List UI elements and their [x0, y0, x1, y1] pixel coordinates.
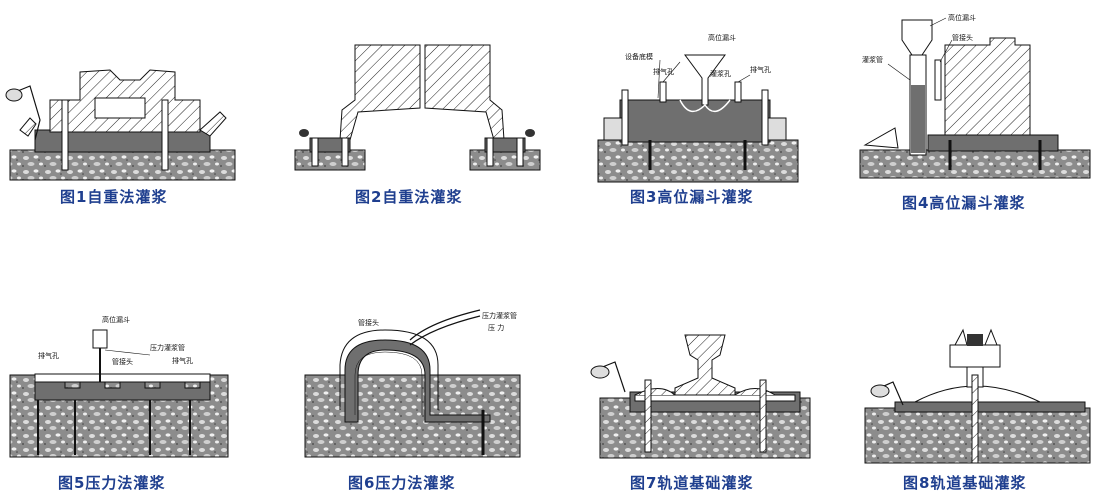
- figure-5-label-pressure-pipe: 压力灌浆管: [150, 343, 185, 352]
- figure-4: 高位漏斗 管接头 灌浆管 图4高位漏斗灌浆: [840, 0, 1099, 240]
- figure-1-caption: 图1自重法灌浆: [60, 188, 168, 206]
- figure-5-label-vent-right: 排气孔: [172, 356, 193, 365]
- figure-6: 管接头 压力灌浆管 压 力 图6压力法灌浆: [290, 250, 565, 492]
- figure-5-caption: 图5压力法灌浆: [58, 474, 166, 492]
- figure-3-label-base-mold: 设备底模: [625, 52, 653, 61]
- figure-4-label-hopper: 高位漏斗: [948, 13, 976, 22]
- figure-6-label-pipe-joint: 管接头: [358, 318, 379, 327]
- figure-5-label-hopper: 高位漏斗: [102, 315, 130, 324]
- figure-4-label-pipe-joint: 管接头: [952, 33, 973, 42]
- figure-3-label-vent-left: 排气孔: [653, 67, 674, 76]
- figure-8: 图8轨道基础灌浆: [855, 250, 1099, 492]
- figure-4-label-grout-pipe: 灌浆管: [862, 55, 883, 64]
- figure-8-caption: 图8轨道基础灌浆: [903, 474, 1027, 492]
- figure-3: 高位漏斗 设备底模 排气孔 灌浆孔 排气孔 图3高位漏斗灌浆: [560, 0, 835, 240]
- figure-7-caption: 图7轨道基础灌浆: [630, 474, 754, 492]
- figure-3-drawing: 高位漏斗 设备底模 排气孔 灌浆孔 排气孔: [597, 33, 799, 183]
- figure-3-label-vent-right: 排气孔: [750, 65, 771, 74]
- figure-5-label-vent-left: 排气孔: [38, 351, 59, 360]
- figure-3-label-hopper: 高位漏斗: [708, 33, 736, 42]
- figure-3-caption: 图3高位漏斗灌浆: [630, 188, 754, 206]
- figure-2: 图2自重法灌浆: [280, 0, 555, 240]
- figure-4-drawing: 高位漏斗 管接头 灌浆管: [859, 13, 1091, 179]
- figure-6-drawing: 管接头 压力灌浆管 压 力: [304, 309, 521, 458]
- figure-4-caption: 图4高位漏斗灌浆: [902, 194, 1026, 212]
- figure-6-label-pressure: 压 力: [488, 323, 504, 332]
- figure-5: 高位漏斗 排气孔 压力灌浆管 管接头 排气孔 图5压力法灌浆: [0, 250, 275, 492]
- figure-5-drawing: 高位漏斗 排气孔 压力灌浆管 管接头 排气孔: [9, 315, 229, 458]
- figure-7-drawing: [590, 334, 811, 459]
- figure-8-drawing: [864, 328, 1091, 464]
- figure-6-label-pressure-pipe: 压力灌浆管: [482, 311, 517, 320]
- figure-1-drawing: [5, 69, 236, 181]
- figure-3-label-grout-hole: 灌浆孔: [710, 69, 731, 78]
- figure-2-drawing: [294, 44, 541, 171]
- figure-6-caption: 图6压力法灌浆: [348, 474, 456, 492]
- figure-2-caption: 图2自重法灌浆: [355, 188, 463, 206]
- figure-7: 图7轨道基础灌浆: [580, 250, 855, 492]
- figure-1: 图1自重法灌浆: [0, 0, 275, 240]
- figure-5-label-pipe-joint: 管接头: [112, 357, 133, 366]
